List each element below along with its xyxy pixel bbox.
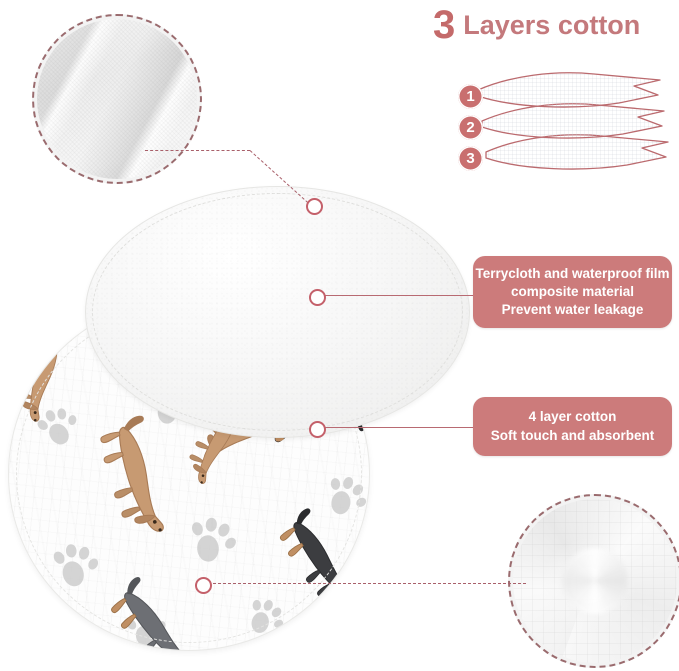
page-title-text: Layers cotton [463, 9, 641, 40]
waterproof-callout: Terrycloth and waterproof film composite… [473, 256, 672, 328]
connector-terrycloth-detail [145, 150, 250, 151]
connector-gauze-detail [208, 583, 526, 584]
muslin-gauze-closeup-image [513, 499, 677, 663]
pad-terry-texture [86, 187, 469, 437]
layer-number-1: 1 [458, 84, 483, 109]
muslin-gauze-closeup-circle [508, 494, 679, 668]
connector-cotton-callout [322, 427, 477, 428]
terrycloth-closeup-circle [32, 14, 202, 184]
waterproof-callout-line-3: Prevent water leakage [501, 302, 644, 318]
cotton-callout: 4 layer cotton Soft touch and absorbent [473, 397, 672, 456]
gauze-swirl-center [562, 548, 628, 614]
layer-number-2: 2 [458, 115, 483, 140]
connector-waterproof-callout [322, 295, 477, 296]
terrycloth-closeup-image [37, 19, 197, 179]
layer-number-3: 3 [458, 146, 483, 171]
layers-diagram: 1 2 3 [452, 62, 679, 177]
connector-ring-waterproof [309, 289, 326, 306]
cotton-callout-line-1: 4 layer cotton [528, 409, 617, 425]
connector-ring-terrycloth [306, 198, 323, 215]
waterproof-callout-line-2: composite material [510, 283, 635, 299]
layers-sheets-svg [477, 72, 669, 170]
layer-count-number: 3 [433, 3, 455, 47]
cotton-callout-line-2: Soft touch and absorbent [490, 427, 655, 443]
connector-ring-cotton [309, 421, 326, 438]
terrycloth-waterproof-pad [85, 186, 470, 438]
waterproof-callout-line-1: Terrycloth and waterproof film [475, 265, 670, 281]
pad-stitch-line [92, 193, 463, 431]
connector-ring-gauze [195, 577, 212, 594]
terrycloth-texture [37, 19, 197, 179]
page-title: 3 Layers cotton [433, 2, 679, 48]
